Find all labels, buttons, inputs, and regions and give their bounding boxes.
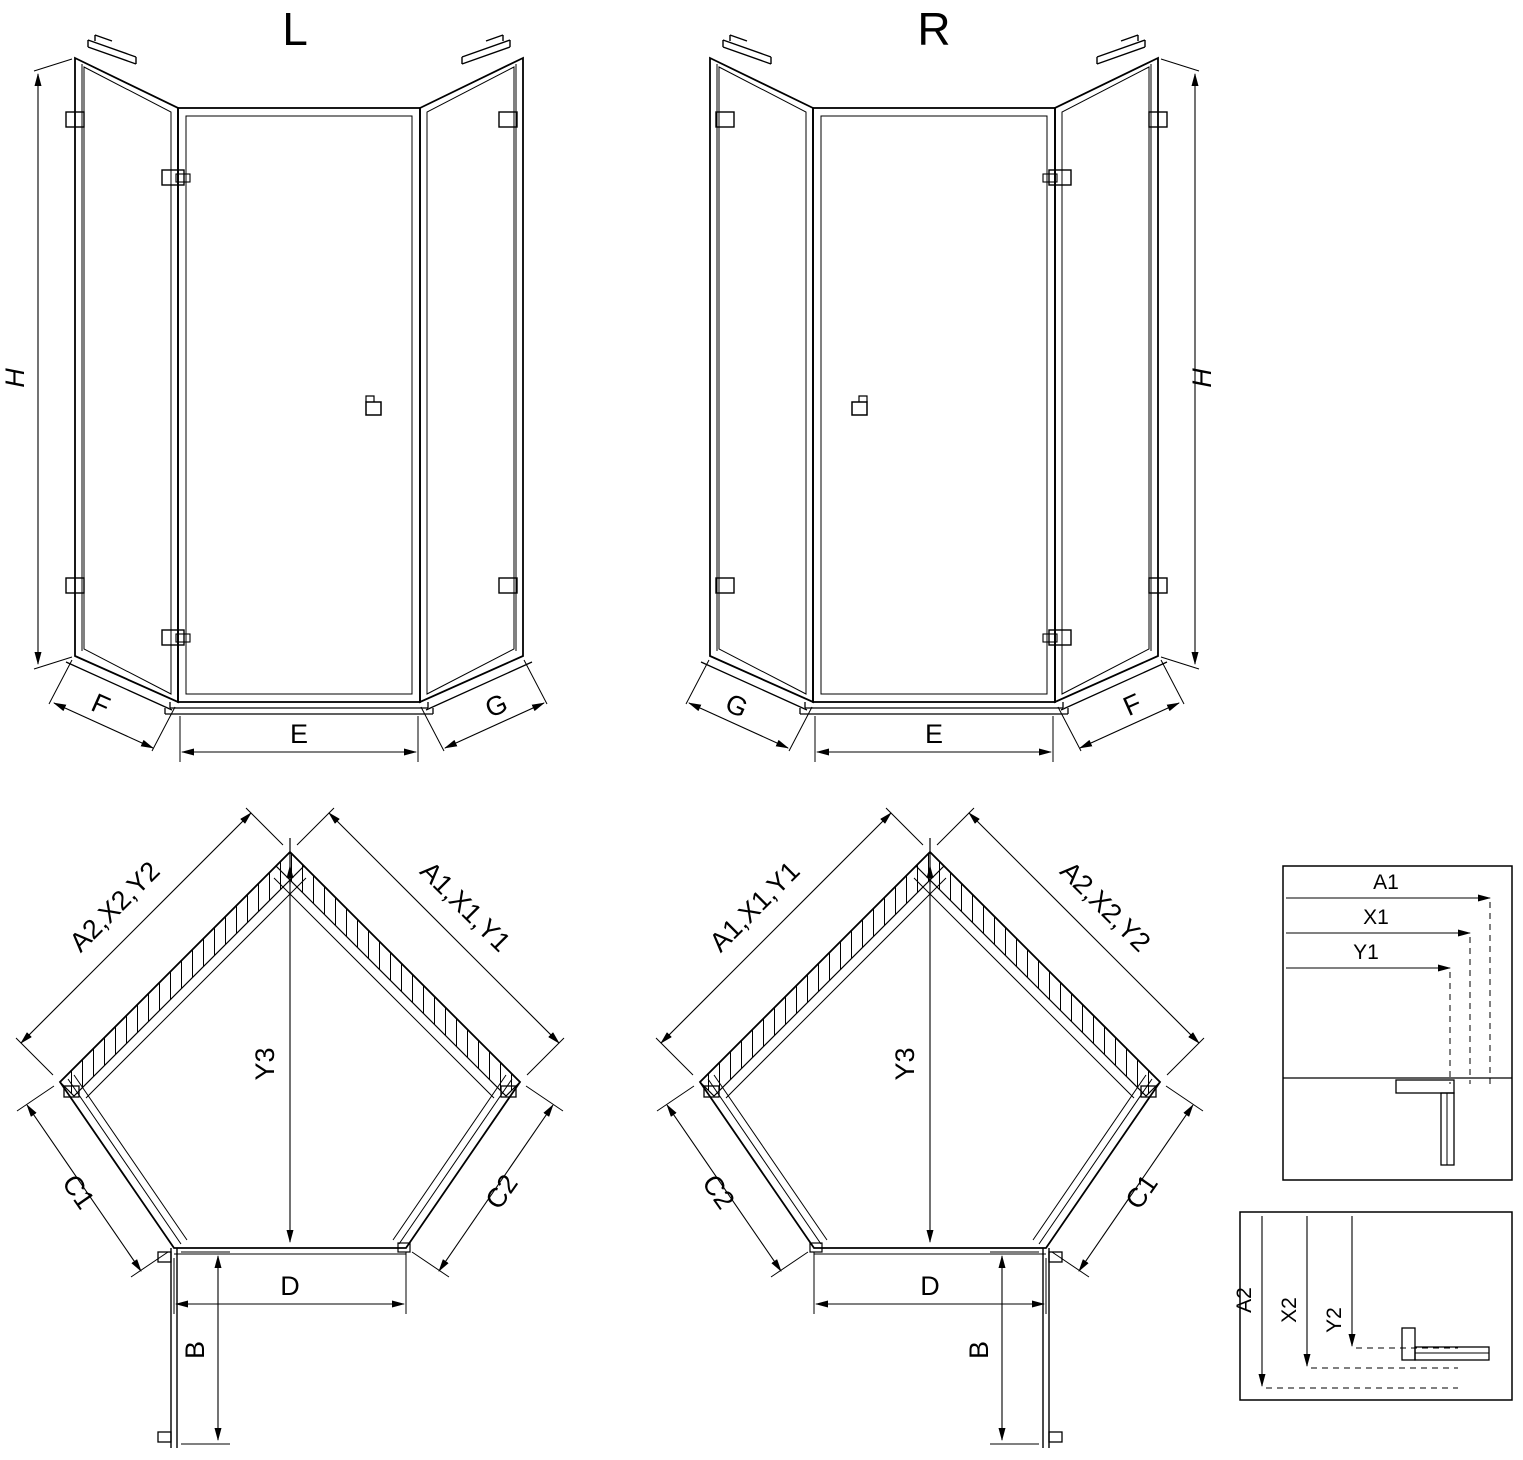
dim-label-front-left: C1 xyxy=(56,1169,100,1214)
plan-right: A1,X1,Y1 A2,X2,Y2 Y3 C2 C1 D B xyxy=(655,807,1205,1449)
dim-label-wall-right: A1,X1,Y1 xyxy=(414,856,516,958)
dim-label-height: H xyxy=(0,368,30,388)
detail-label-x2: X2 xyxy=(1278,1297,1301,1323)
dim-label-door-open: B xyxy=(964,1341,994,1359)
dim-label-left-panel: F xyxy=(87,688,114,722)
variant-title-left: L xyxy=(282,3,308,55)
dim-label-front-right: C2 xyxy=(479,1169,523,1214)
dim-label-depth: Y3 xyxy=(890,1047,920,1080)
dim-label-door-width: E xyxy=(925,719,943,749)
dim-label-door-width: E xyxy=(290,719,308,749)
dim-label-door-width: D xyxy=(920,1271,940,1301)
dim-label-wall-right: A2,X2,Y2 xyxy=(1054,856,1156,958)
wall-profile-section xyxy=(1395,1079,1455,1166)
detail-label-a1: A1 xyxy=(1373,871,1399,894)
detail-label-y2: Y2 xyxy=(1323,1307,1346,1333)
dim-label-door-open: B xyxy=(180,1341,210,1359)
plan-right-dimensions: A1,X1,Y1 A2,X2,Y2 Y3 C2 C1 D B xyxy=(655,807,1205,1445)
dim-label-front-left: C2 xyxy=(696,1169,740,1214)
dim-label-wall-left: A1,X1,Y1 xyxy=(704,856,806,958)
detail-bottom: A2 X2 Y2 xyxy=(1233,1211,1513,1401)
dim-label-left-panel: G xyxy=(721,688,752,724)
detail-top-frame xyxy=(1282,865,1513,1181)
dim-label-right-panel: F xyxy=(1119,688,1146,722)
dim-label-depth: Y3 xyxy=(250,1047,280,1080)
plan-left: A2,X2,Y2 A1,X1,Y1 Y3 C1 C2 D B xyxy=(15,807,565,1449)
variant-title-right: R xyxy=(917,3,950,55)
detail-label-x1: X1 xyxy=(1363,906,1389,929)
dim-label-right-panel: G xyxy=(481,688,512,724)
detail-bottom-frame xyxy=(1239,1211,1513,1401)
dim-label-front-right: C1 xyxy=(1119,1169,1163,1214)
detail-top: A1 X1 Y1 xyxy=(1282,865,1513,1181)
detail-label-y1: Y1 xyxy=(1353,941,1379,964)
wall-profile-section xyxy=(1401,1327,1490,1361)
dim-label-height: H xyxy=(1187,368,1217,388)
detail-label-a2: A2 xyxy=(1233,1287,1256,1313)
plan-left-dimensions: A2,X2,Y2 A1,X1,Y1 Y3 C1 C2 D B xyxy=(15,807,565,1445)
enclosure-front-view xyxy=(65,34,533,715)
elevation-right: R H E G F xyxy=(685,3,1217,762)
elevation-right-dimensions: H E G F xyxy=(685,58,1217,762)
elevation-left: L H E F G xyxy=(0,3,548,762)
dim-label-wall-left: A2,X2,Y2 xyxy=(64,856,166,958)
enclosure-front-view-mirrored xyxy=(700,34,1168,715)
dim-label-door-width: D xyxy=(280,1271,300,1301)
